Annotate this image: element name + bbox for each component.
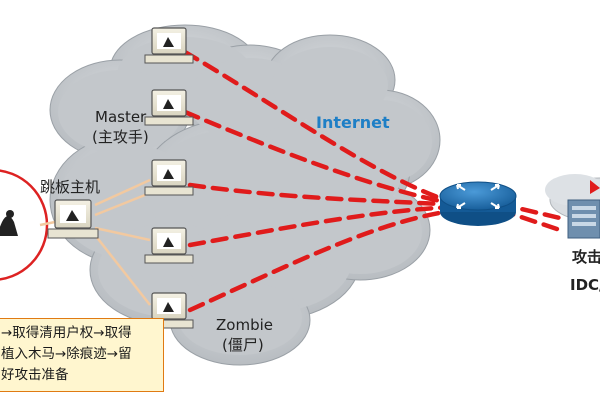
computer-master-2 xyxy=(144,89,194,126)
computer-zombie-1 xyxy=(144,227,194,264)
note-line-1: →取得清用户权→取得 xyxy=(1,325,132,341)
zombie-cn-label: (僵尸) xyxy=(222,336,264,354)
attacker-node xyxy=(0,169,49,281)
computer-master-1 xyxy=(144,27,194,64)
master-label: Master xyxy=(95,108,147,126)
note-line-2: 植入木马→除痕迹→留 xyxy=(1,346,132,362)
target-idc-cloud xyxy=(545,174,600,239)
computer-zombie-2 xyxy=(144,292,194,329)
router-icon xyxy=(439,181,517,226)
target-label: 攻击 xyxy=(572,248,600,266)
computer-master-3 xyxy=(144,159,194,196)
attack-steps-note: →取得清用户权→取得 植入木马→除痕迹→留 好攻击准备 xyxy=(0,318,164,392)
zombie-label: Zombie xyxy=(216,316,273,334)
idc-label: IDC/ xyxy=(570,276,600,294)
note-line-3: 好攻击准备 xyxy=(1,367,69,383)
attack-lines xyxy=(182,49,563,313)
internet-label: Internet xyxy=(316,113,390,132)
master-cn-label: (主攻手) xyxy=(92,128,149,146)
computer-jump-host xyxy=(47,199,99,239)
jump-host-label: 跳板主机 xyxy=(40,178,101,196)
